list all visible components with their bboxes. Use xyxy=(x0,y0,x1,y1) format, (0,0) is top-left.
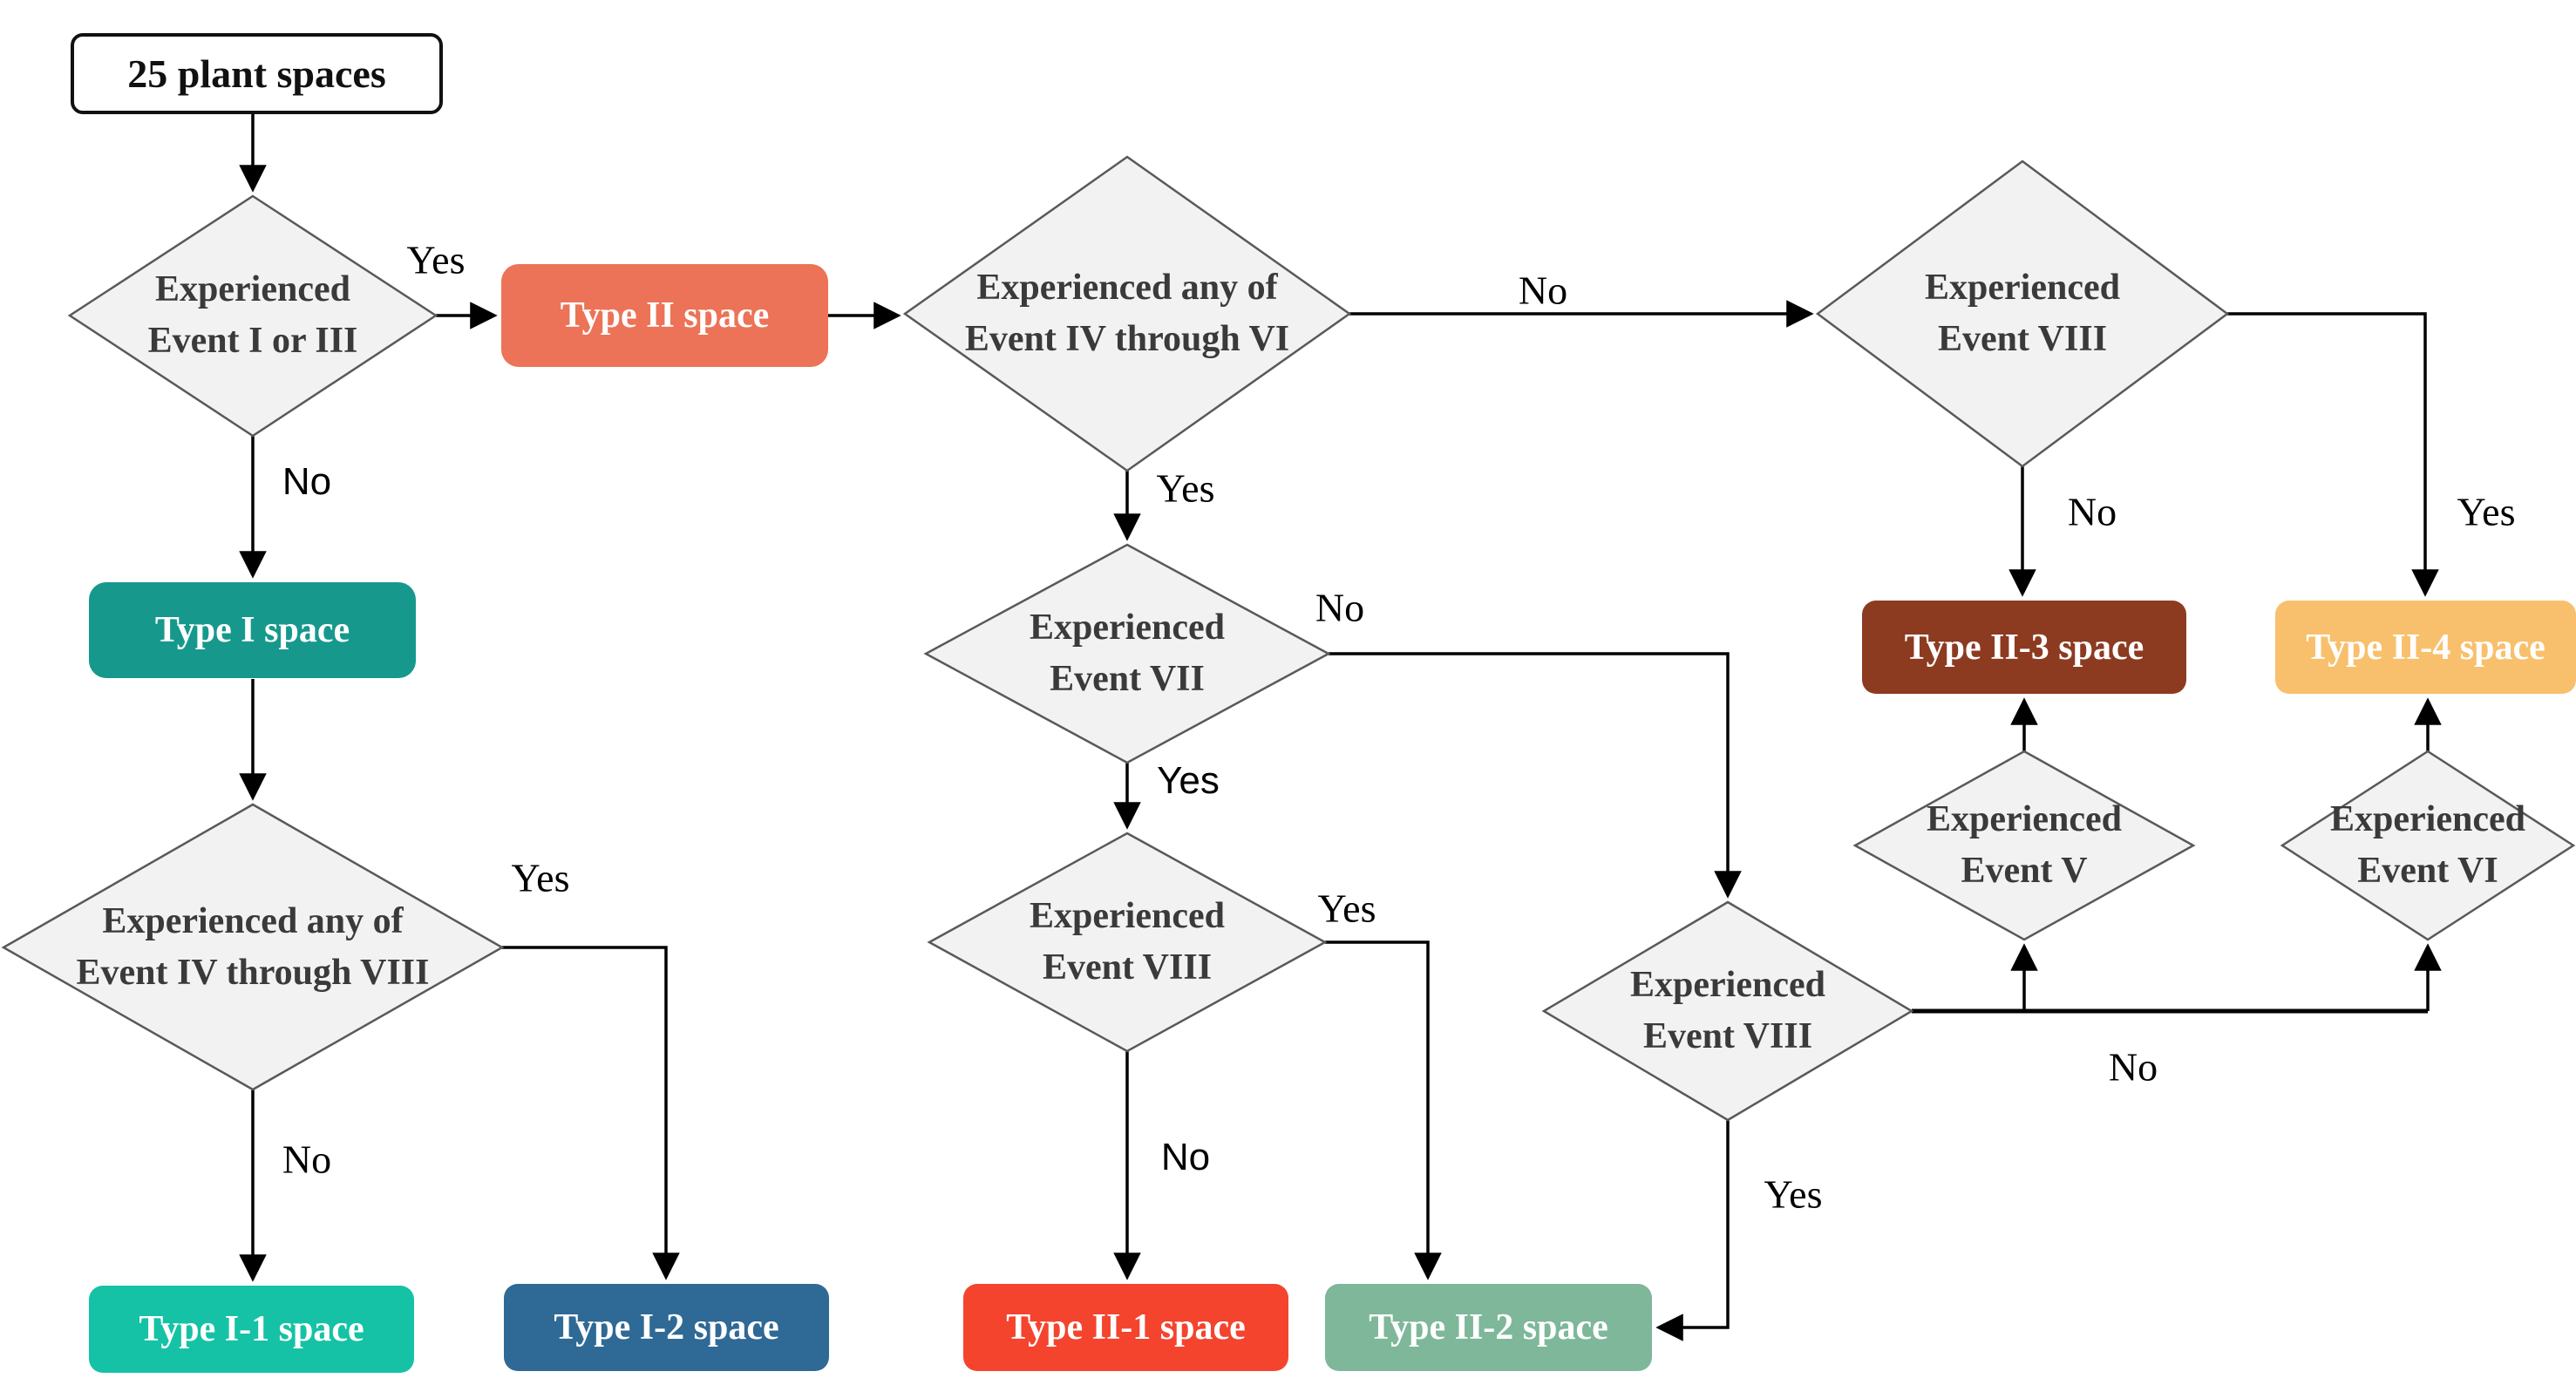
outcome-type-i-1-space: Type I-1 space xyxy=(89,1286,414,1373)
edge-d3-yes-type2-4 xyxy=(2227,312,2439,597)
outcome-type-i-2-space: Type I-2 space xyxy=(504,1284,829,1371)
edge-label-d3-no: No xyxy=(2067,489,2117,534)
edge-label-d4-no: No xyxy=(282,1137,332,1182)
edge-label-d6-yes: Yes xyxy=(1317,886,1376,931)
edge-label-d7-yes: Yes xyxy=(1764,1171,1823,1217)
edge-label-d4-yes: Yes xyxy=(511,855,570,900)
edge-label-d2-yes: Yes xyxy=(1156,465,1215,511)
decision-event-8-right-label: Experienced Event VIII xyxy=(1630,965,1825,1056)
edge-d6-yes-type2-2 xyxy=(1325,940,1442,1280)
outcome-type-i-space: Type I space xyxy=(89,582,416,678)
decision-event-4-8-shape xyxy=(1,803,505,1091)
decision-event-4-6-shape xyxy=(902,155,1352,472)
edge-d5-no-d7 xyxy=(1329,652,1742,899)
decision-event-8-right-shape xyxy=(1541,900,1914,1122)
decision-event-8-mid-shape xyxy=(927,832,1328,1053)
edge-d7-yes-type2-2 xyxy=(1655,1120,1730,1341)
decision-event-4-6-label: Experienced any of Event IV through VI xyxy=(964,268,1290,359)
decision-event-6-label: Experienced Event VI xyxy=(2330,799,2525,891)
start-node: 25 plant spaces xyxy=(71,33,443,114)
outcome-type-ii-1-space: Type II-1 space xyxy=(963,1284,1288,1371)
outcome-type-ii-3-space: Type II-3 space xyxy=(1862,601,2186,694)
decision-event-7-label: Experienced Event VII xyxy=(1030,608,1225,699)
decision-event-5-label: Experienced Event V xyxy=(1927,799,2122,891)
decision-event-7-shape xyxy=(923,543,1331,764)
decision-event-8-top-shape xyxy=(1815,160,2230,468)
edge-label-d6-no: No xyxy=(1160,1136,1211,1178)
decision-event-8-mid-label: Experienced Event VIII xyxy=(1030,896,1225,988)
edge-label-d5-no: No xyxy=(1315,585,1365,630)
edge-label-d3-yes: Yes xyxy=(2457,489,2516,534)
decision-event-4-8-label: Experienced any of Event IV through VIII xyxy=(76,901,430,993)
outcome-type-ii-4-space: Type II-4 space xyxy=(2275,601,2576,694)
edge-label-d2-no: No xyxy=(1518,268,1568,313)
edge-label-d1-yes: Yes xyxy=(406,237,466,282)
edge-label-d7-no: No xyxy=(2108,1044,2158,1090)
decision-event-1-or-3-label: Experienced Event I or III xyxy=(147,269,358,361)
edge-label-d1-no: No xyxy=(282,460,332,503)
outcome-type-ii-space: Type II space xyxy=(501,264,828,367)
outcome-type-ii-2-space: Type II-2 space xyxy=(1325,1284,1652,1371)
edge-label-d5-yes: Yes xyxy=(1157,759,1220,802)
decision-event-8-top-label: Experienced Event VIII xyxy=(1925,268,2120,359)
decision-event-5-shape xyxy=(1852,750,2196,941)
decision-event-6-shape xyxy=(2280,750,2576,941)
decision-event-1-or-3-shape xyxy=(67,194,438,438)
edge-d4-yes-type1-2 xyxy=(502,946,680,1280)
